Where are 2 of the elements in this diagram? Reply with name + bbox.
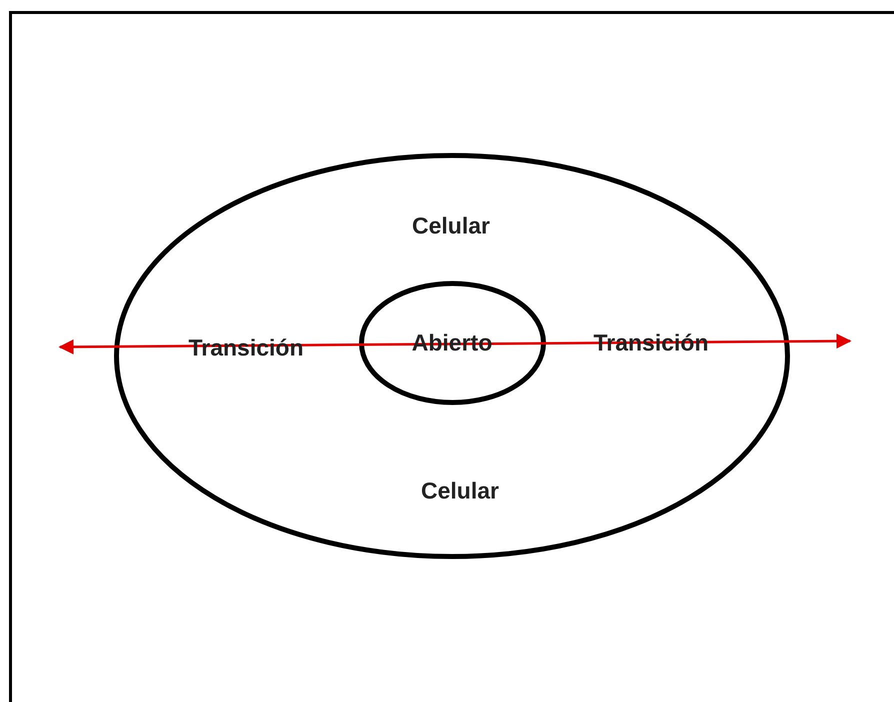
region-label: Celular [412,212,490,240]
region-label: Celular [421,478,499,504]
